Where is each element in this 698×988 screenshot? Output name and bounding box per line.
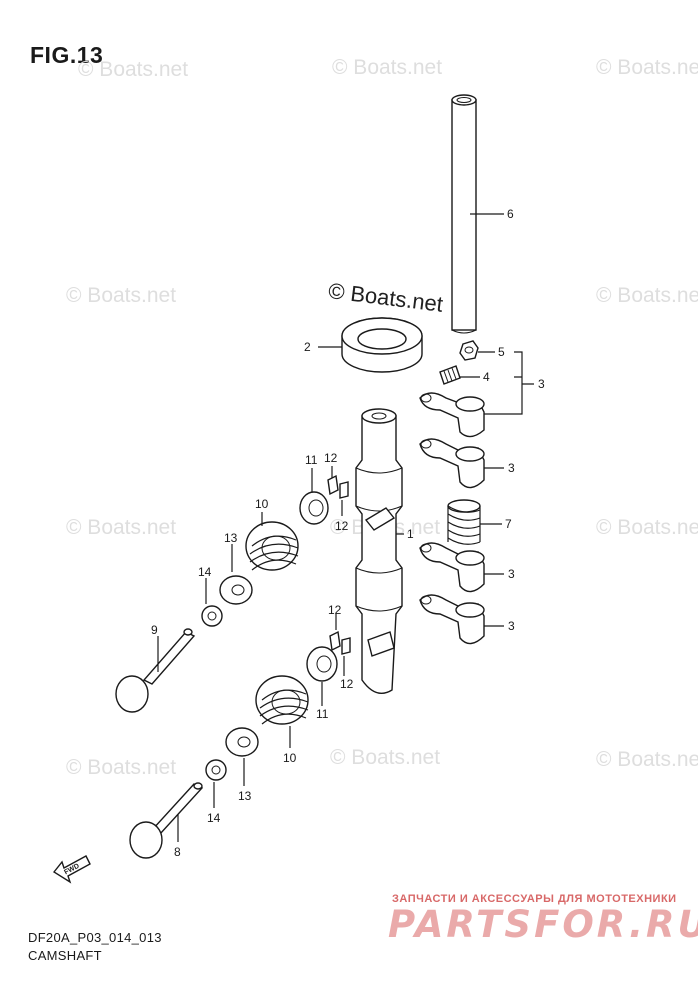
callout-number: 8 xyxy=(174,845,181,859)
callout-number: 12 xyxy=(335,519,349,533)
valve-stem-seal-part[interactable] xyxy=(201,578,223,627)
callout-number: 13 xyxy=(224,531,238,545)
watermark: © Boats.net xyxy=(596,284,698,307)
advert-logo[interactable]: PARTSFOR.RU xyxy=(388,903,698,946)
camshaft-part[interactable] xyxy=(355,408,404,694)
callout-number: 6 xyxy=(507,207,514,221)
oil-pipe-part[interactable] xyxy=(451,94,504,334)
valve-stem-seal-part[interactable] xyxy=(205,759,227,808)
advert-tagline: ЗАПЧАСТИ И АКСЕССУАРЫ ДЛЯ МОТОТЕХНИКИ xyxy=(392,893,677,905)
callout-number: 12 xyxy=(324,451,338,465)
callout-number: 5 xyxy=(498,345,505,359)
intake-valve-part[interactable] xyxy=(129,782,204,859)
figure-title: FIG.13 xyxy=(30,42,104,68)
cotter-part[interactable] xyxy=(329,614,351,676)
valve-spring-part[interactable] xyxy=(255,675,309,748)
figure-code: DF20A_P03_014_013 xyxy=(28,930,162,945)
callout-number: 11 xyxy=(305,453,318,467)
washer-part[interactable] xyxy=(219,544,253,605)
callout-number: 2 xyxy=(304,340,311,354)
spring-part[interactable] xyxy=(447,499,502,545)
callout-number: 3 xyxy=(538,377,545,391)
callout-number: 4 xyxy=(483,370,490,384)
callout-bracket xyxy=(484,351,534,415)
callout-number: 1 xyxy=(407,527,414,541)
watermark: © Boats.net xyxy=(78,58,189,81)
callout-number: 12 xyxy=(340,677,354,691)
cotter-part[interactable] xyxy=(327,466,349,516)
valve-spring-part[interactable] xyxy=(245,512,299,571)
watermark: © Boats.net xyxy=(332,56,443,79)
watermark: © Boats.net xyxy=(330,746,441,769)
spring-seat-part[interactable] xyxy=(299,468,329,525)
adjusting-screw-part[interactable] xyxy=(439,365,480,385)
callout-number: 11 xyxy=(316,707,329,721)
rocker-arm-part[interactable] xyxy=(419,594,504,645)
oil-seal-part[interactable] xyxy=(318,317,423,373)
watermark: © Boats.net xyxy=(66,516,177,539)
watermark: © Boats.net xyxy=(596,516,698,539)
washer-part[interactable] xyxy=(225,727,259,786)
rocker-arm-part[interactable] xyxy=(419,438,504,489)
callout-number: 10 xyxy=(283,751,297,765)
watermark: © Boats.net xyxy=(66,284,177,307)
callout-number: 10 xyxy=(255,497,269,511)
rocker-arm-part[interactable] xyxy=(419,542,504,593)
spring-seat-part[interactable] xyxy=(306,646,338,706)
callout-number: 3 xyxy=(508,567,515,581)
watermark: © Boats.net xyxy=(596,748,698,771)
callout-number: 12 xyxy=(328,603,342,617)
callout-number: 14 xyxy=(198,565,212,579)
callout-number: 3 xyxy=(508,461,515,475)
figure-subtitle: CAMSHAFT xyxy=(28,948,102,963)
callout-number: 14 xyxy=(207,811,221,825)
exhaust-valve-part[interactable] xyxy=(115,628,196,713)
rocker-arm-part[interactable] xyxy=(419,392,485,438)
callout-number: 3 xyxy=(508,619,515,633)
callout-number: 7 xyxy=(505,517,512,531)
forward-arrow-icon: FWD xyxy=(52,855,91,884)
callout-number: 13 xyxy=(238,789,252,803)
callout-number: 9 xyxy=(151,623,158,637)
watermark: © Boats.net xyxy=(596,56,698,79)
nut-part[interactable] xyxy=(459,340,495,361)
watermark: © Boats.net xyxy=(66,756,177,779)
